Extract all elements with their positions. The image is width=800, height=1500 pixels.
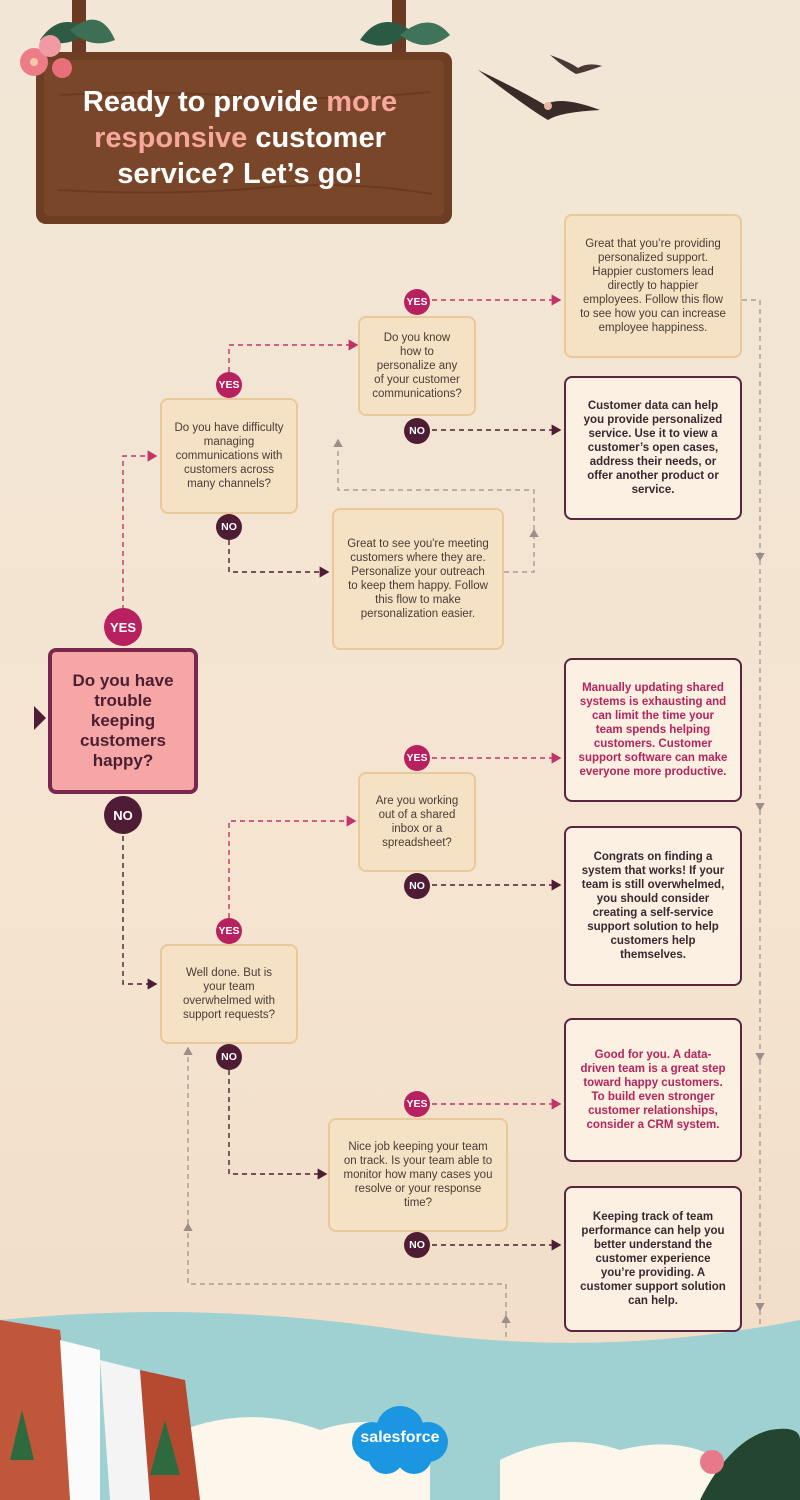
personalize-yes-badge: YES <box>404 289 430 315</box>
start-question-box: Do you have trouble keeping customers ha… <box>48 648 198 794</box>
question-overwhelmed-box: Well done. But is your team overwhelmed … <box>160 944 298 1044</box>
question-monitor-text: Nice job keeping your team on track. Is … <box>343 1141 493 1209</box>
monitor-no-badge: NO <box>404 1232 430 1258</box>
wooden-sign <box>36 52 452 224</box>
small-bird-icon <box>550 55 602 74</box>
answer-good-for-you-box: Good for you. A data-driven team is a gr… <box>564 1018 742 1162</box>
shared-inbox-yes-badge: YES <box>404 745 430 771</box>
answer-keeping-track-box: Keeping track of team performance can he… <box>564 1186 742 1332</box>
start-question-text: Do you have trouble keeping customers ha… <box>72 671 174 770</box>
start-arrow-icon <box>34 706 46 730</box>
answer-meeting-customers-box: Great to see you're meeting customers wh… <box>332 508 504 650</box>
question-shared-inbox-box: Are you working out of a shared inbox or… <box>358 772 476 872</box>
connector-no-1 <box>228 540 330 578</box>
overwhelmed-yes-badge: YES <box>216 918 242 944</box>
badge-label: YES <box>406 1098 428 1110</box>
connector-no-3 <box>122 836 158 990</box>
start-yes-badge: YES <box>104 608 142 646</box>
connector-bottom-2 <box>183 1222 507 1316</box>
answer-congrats-text: Congrats on finding a system that works!… <box>581 851 725 961</box>
title-highlight-2: responsive <box>94 122 248 154</box>
badge-label: NO <box>221 1051 237 1063</box>
channels-yes-badge: YES <box>216 372 242 398</box>
badge-label: NO <box>409 1239 425 1251</box>
salesforce-cloud-icon <box>352 1406 448 1474</box>
connector-no-5 <box>228 1070 328 1180</box>
question-channels-box: Do you have difficulty managing communic… <box>160 398 298 514</box>
page-title: Ready to provide more responsive custome… <box>50 84 430 192</box>
logo-text: salesforce <box>360 1429 440 1446</box>
connector-right-1 <box>742 299 765 562</box>
question-personalize-box: Do you know how to personalize any of yo… <box>358 316 476 416</box>
question-shared-inbox-text: Are you working out of a shared inbox or… <box>375 795 459 849</box>
badge-label: NO <box>409 880 425 892</box>
badge-label: NO <box>221 521 237 533</box>
answer-good-for-you-text: Good for you. A data-driven team is a gr… <box>580 1049 726 1131</box>
badge-label: YES <box>218 379 240 391</box>
title-highlight-1: more <box>326 86 398 118</box>
salesforce-logo: salesforce <box>352 1408 448 1468</box>
question-personalize-text: Do you know how to personalize any of yo… <box>372 332 462 400</box>
start-no-badge: NO <box>104 796 142 834</box>
badge-label: NO <box>409 425 425 437</box>
flowers-icon <box>20 19 115 78</box>
connector-yes-4 <box>228 815 357 918</box>
badge-label: NO <box>113 807 133 823</box>
shared-inbox-no-badge: NO <box>404 873 430 899</box>
question-channels-text: Do you have difficulty managing communic… <box>174 422 284 490</box>
answer-meeting-customers-text: Great to see you're meeting customers wh… <box>347 538 489 620</box>
personalize-no-badge: NO <box>404 418 430 444</box>
answer-customer-data-box: Customer data can help you provide perso… <box>564 376 742 520</box>
condor-icon <box>478 70 600 120</box>
answer-personalized-support-text: Great that you’re providing personalized… <box>580 238 726 334</box>
question-overwhelmed-text: Well done. But is your team overwhelmed … <box>182 967 276 1021</box>
overwhelmed-no-badge: NO <box>216 1044 242 1070</box>
answer-customer-data-text: Customer data can help you provide perso… <box>583 400 723 496</box>
answer-congrats-box: Congrats on finding a system that works!… <box>564 826 742 986</box>
connector-yes-2 <box>228 339 359 372</box>
question-monitor-box: Nice job keeping your team on track. Is … <box>328 1118 508 1232</box>
badge-label: YES <box>406 752 428 764</box>
answer-manual-updating-box: Manually updating shared systems is exha… <box>564 658 742 802</box>
title-line-2: customer <box>247 122 386 154</box>
connector-return-2 <box>333 438 535 530</box>
connector-yes-1 <box>122 450 158 610</box>
badge-label: YES <box>218 925 240 937</box>
answer-keeping-track-text: Keeping track of team performance can he… <box>580 1211 726 1307</box>
answer-manual-updating-text: Manually updating shared systems is exha… <box>578 682 728 778</box>
badge-label: YES <box>109 619 136 635</box>
title-line-1: Ready to provide <box>82 86 327 118</box>
title-line-3: service? Let’s go! <box>117 158 363 190</box>
leaves-icon <box>360 22 450 46</box>
answer-personalized-support-box: Great that you’re providing personalized… <box>564 214 742 358</box>
channels-no-badge: NO <box>216 514 242 540</box>
connector-return-1 <box>504 528 539 573</box>
monitor-yes-badge: YES <box>404 1091 430 1117</box>
badge-label: YES <box>406 296 428 308</box>
